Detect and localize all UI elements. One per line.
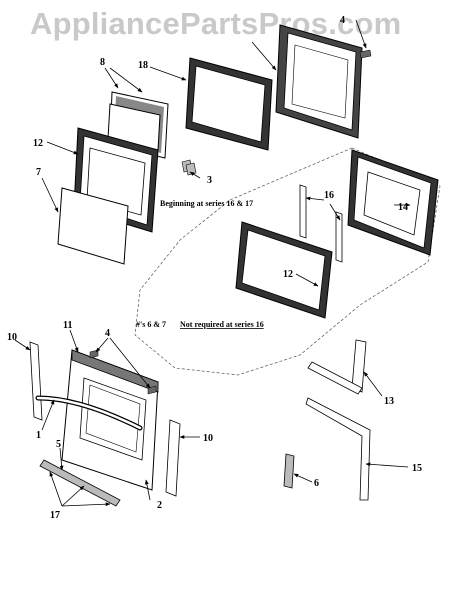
callout-11: 11 [63, 320, 72, 331]
callout-15: 15 [412, 463, 422, 474]
part-2-outer-door [61, 349, 159, 491]
part-15-gasket [305, 397, 371, 501]
part-18-inner-frame [185, 57, 273, 151]
callout-6: 6 [314, 478, 319, 489]
callout-4: 4 [340, 15, 345, 26]
callout-13: 13 [384, 396, 394, 407]
note-not-required-suffix: Not required at series 16 [180, 320, 264, 329]
callout-12-series-16: 12 [283, 269, 293, 280]
part-16-strips [299, 184, 343, 263]
part-5-bottom-trim [39, 459, 121, 507]
door-liner-series-16 [347, 149, 439, 256]
callout-7: 7 [36, 167, 41, 178]
part-3-clip [181, 159, 197, 176]
callout-5: 5 [56, 439, 61, 450]
watermark: AppliancePartsPros.com [30, 6, 402, 41]
part-10-side-trim-left [29, 341, 43, 421]
callout-17: 17 [50, 510, 60, 521]
callout-1: 1 [36, 430, 41, 441]
callout-12: 12 [33, 138, 43, 149]
callout-2: 2 [157, 500, 162, 511]
callout-18-label: 18 [138, 60, 148, 71]
door-liner-upper [275, 24, 363, 139]
note-not-required-prefix: #'s 6 & 7 [136, 320, 166, 329]
callout-8: 8 [100, 57, 105, 68]
part-7-glass [57, 187, 129, 265]
callout-4-door: 4 [105, 328, 110, 339]
part-12-door-panel-series-16 [235, 221, 333, 319]
callout-3: 3 [207, 175, 212, 186]
callout-10-left: 10 [7, 332, 17, 343]
note-beginning-series: Beginning at series 16 & 17 [160, 199, 253, 208]
series-region-outline [134, 147, 441, 376]
callout-14: 14 [398, 202, 408, 213]
part-13-gasket-corner [307, 339, 367, 395]
callout-16: 16 [324, 190, 334, 201]
part-4-screw-top [359, 49, 372, 59]
part-10-side-trim-right [165, 419, 181, 497]
part-6-spacer [283, 453, 295, 489]
callout-10-right: 10 [203, 433, 213, 444]
